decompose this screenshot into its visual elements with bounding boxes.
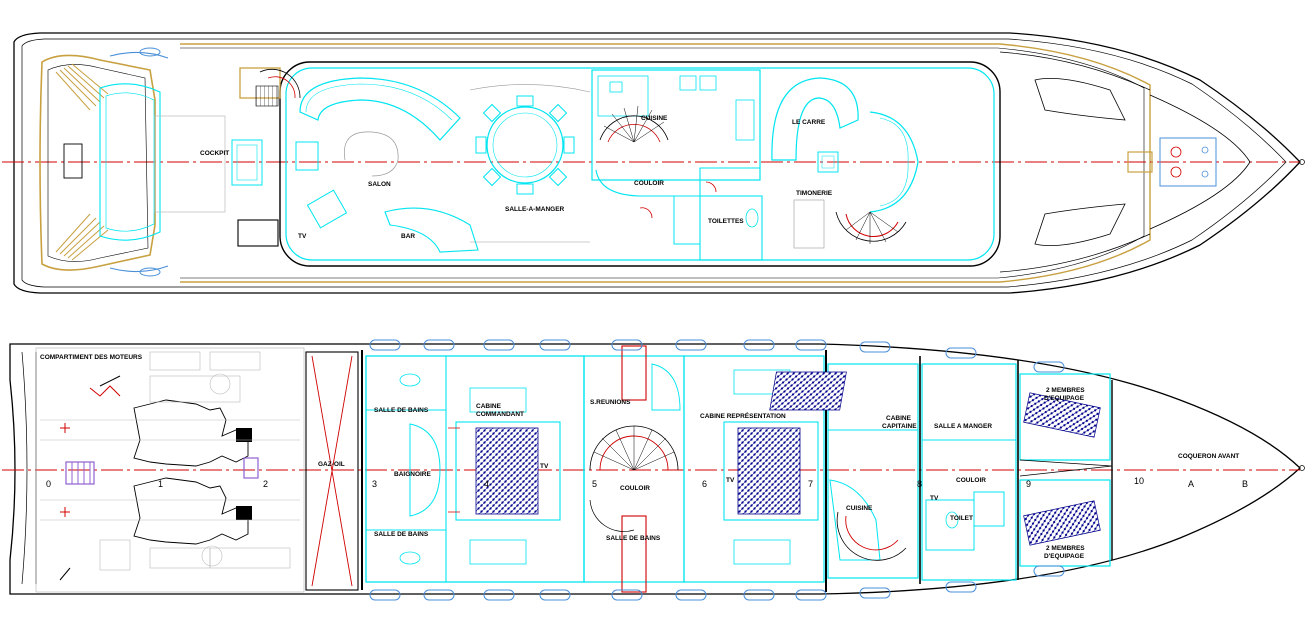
frame-number: 10 bbox=[1134, 476, 1144, 486]
cockpit-table bbox=[231, 139, 263, 186]
captain-cabin bbox=[827, 363, 919, 579]
label-salle-a-manger-upper: SALLE-A-MANGER bbox=[505, 206, 565, 213]
label-tv-upper: TV bbox=[298, 233, 307, 240]
vip-bed bbox=[737, 427, 801, 515]
galley-spiral-stair bbox=[836, 511, 907, 561]
fuel-tank bbox=[305, 351, 359, 591]
label-equipage-bottom-line2: D'EQUIPAGE bbox=[1044, 553, 1085, 560]
stern-gold-deck bbox=[39, 54, 156, 271]
label-cabine-capitaine-line2: CAPITAINE bbox=[882, 423, 917, 430]
crew-cabins bbox=[1019, 373, 1111, 567]
frame-number: 5 bbox=[592, 479, 597, 489]
label-compartiment-moteurs: COMPARTIMENT DES MOTEURS bbox=[40, 354, 143, 361]
saloon-outer bbox=[279, 61, 1001, 267]
label-cabine-capitaine-line1: CABINE bbox=[886, 415, 912, 422]
label-cabine-representation: CABINE REPRÉSENTATION bbox=[700, 411, 786, 420]
crew-bunk-bottom bbox=[1023, 500, 1101, 546]
label-salle-de-bains-mid: SALLE DE BAINS bbox=[606, 535, 661, 542]
label-bar: BAR bbox=[401, 233, 415, 240]
engine-room bbox=[35, 347, 305, 593]
captain-bed bbox=[769, 371, 847, 411]
frame-number: 4 bbox=[484, 479, 489, 489]
dining-table bbox=[486, 106, 564, 184]
label-toilettes: TOILETTES bbox=[708, 218, 744, 225]
le-carre-seating bbox=[771, 77, 859, 161]
label-couloir-lower: COULOIR bbox=[620, 485, 650, 492]
frame-number: 2 bbox=[263, 479, 268, 489]
cockpit-hatch bbox=[63, 143, 83, 179]
master-bed bbox=[475, 427, 539, 515]
label-gaz-oil: GAZ-OIL bbox=[318, 461, 345, 468]
lower-spiral-stair bbox=[589, 425, 679, 532]
label-s-reunions: S.REUNIONS bbox=[590, 399, 631, 406]
frame-number: 6 bbox=[702, 479, 707, 489]
crew-mess bbox=[921, 363, 1017, 581]
frame-number: A bbox=[1188, 479, 1194, 489]
frame-numbers: 0 1 2 3 4 5 6 7 8 9 10 A B bbox=[46, 476, 1248, 489]
central-spiral-stair bbox=[599, 105, 669, 143]
label-cockpit: COCKPIT bbox=[200, 150, 229, 157]
label-toilet: TOILET bbox=[950, 515, 973, 522]
crew-bunk-top bbox=[1023, 392, 1101, 438]
label-equipage-top-line1: 2 MEMBRES bbox=[1046, 387, 1085, 394]
label-salle-a-manger-lower: SALLE A MANGER bbox=[934, 423, 992, 430]
label-cabine-commandant-line2: COMMANDANT bbox=[476, 411, 524, 418]
label-equipage-top-line2: D'EQUIPAGE bbox=[1044, 395, 1085, 402]
label-le-carre: LE CARRE bbox=[792, 119, 826, 126]
galley-walls bbox=[591, 69, 761, 181]
label-salon: SALON bbox=[368, 181, 391, 188]
lower-deck: 0 1 2 3 4 5 6 7 8 9 10 A B COMPARTIMENT … bbox=[2, 339, 1305, 601]
upper-walkway-trim bbox=[180, 43, 1151, 283]
frame-number: 8 bbox=[917, 479, 922, 489]
frame-number: 0 bbox=[46, 479, 51, 489]
vip-cabin bbox=[683, 355, 825, 583]
engine-port bbox=[133, 399, 249, 545]
frame-number: B bbox=[1242, 479, 1248, 489]
salon-sofa bbox=[299, 77, 461, 141]
portholes bbox=[369, 339, 1065, 601]
anchor-windlass-box bbox=[1159, 137, 1217, 187]
bar-counter bbox=[384, 207, 479, 253]
frame-number: 7 bbox=[808, 479, 813, 489]
label-cuisine-lower: CUISINE bbox=[846, 505, 873, 512]
label-couloir-fwd: COULOIR bbox=[956, 477, 986, 484]
label-tv-vip: TV bbox=[726, 477, 735, 484]
upper-hull-outline bbox=[13, 32, 1301, 294]
aft-spiral-stair bbox=[255, 68, 301, 107]
label-cabine-commandant-line1: CABINE bbox=[476, 403, 502, 410]
bow-deck-lines bbox=[999, 51, 1151, 273]
cockpit-aft-box bbox=[237, 219, 279, 247]
label-salle-de-bains-aft-bottom: SALLE DE BAINS bbox=[374, 531, 429, 538]
label-tv-master: TV bbox=[540, 463, 549, 470]
frame-number: 1 bbox=[158, 479, 163, 489]
frame-number: 3 bbox=[372, 479, 377, 489]
helm-console bbox=[869, 111, 919, 213]
frame-number: 9 bbox=[1026, 479, 1031, 489]
label-coqueron-avant: COQUERON AVANT bbox=[1178, 453, 1239, 460]
label-cuisine-upper: CUISINE bbox=[641, 115, 668, 122]
label-tv-crew: TV bbox=[930, 495, 939, 502]
fwd-spiral-stair bbox=[835, 211, 907, 244]
upper-toilets bbox=[699, 195, 763, 261]
lower-hull-outline bbox=[9, 343, 1301, 595]
label-couloir-upper: COULOIR bbox=[634, 180, 664, 187]
label-baignoire: BAIGNOIRE bbox=[394, 471, 432, 478]
label-timonerie: TIMONERIE bbox=[796, 190, 833, 197]
label-equipage-bottom-line1: 2 MEMBRES bbox=[1046, 545, 1085, 552]
master-suite bbox=[365, 355, 585, 583]
label-salle-de-bains-aft-top: SALLE DE BAINS bbox=[374, 407, 429, 414]
upper-deck: COCKPIT SALON TV BAR SALLE-A-MANGER CUIS… bbox=[2, 32, 1305, 294]
